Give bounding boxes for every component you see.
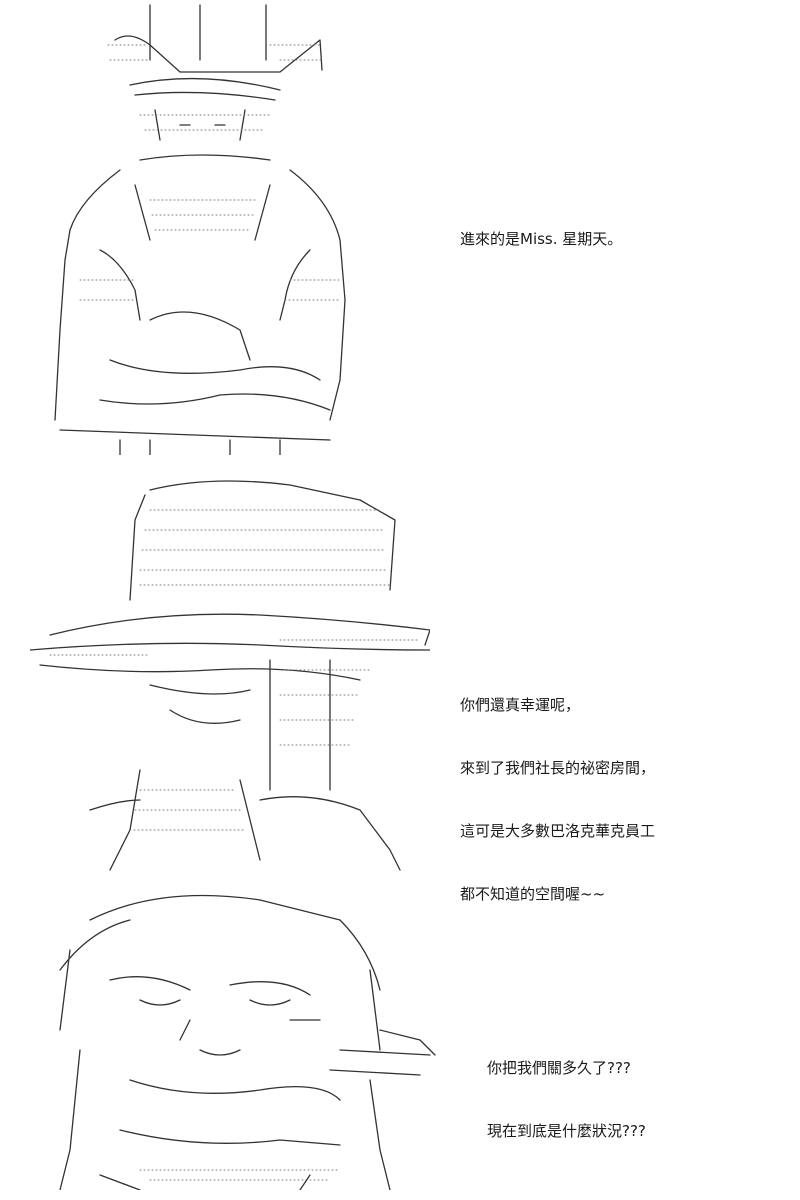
panel-1: 進來的是Miss. 星期天。 [0,0,800,460]
ascii-art-figure-hat-character [30,470,430,880]
caption-1: 進來的是Miss. 星期天。 [460,187,622,292]
ascii-art-figure-seated-woman [40,0,380,455]
caption-line: 你們還真幸運呢， [460,696,581,714]
caption-line: 來到了我們社長的祕密房間， [460,759,656,777]
caption-line: 這可是大多數巴洛克華克員工 [460,822,656,840]
panel-2: 你們還真幸運呢， 來到了我們社長的祕密房間， 這可是大多數巴洛克華克員工 都不知… [0,460,800,903]
caption-line: 都不知道的空間喔~~ [460,885,606,903]
caption-3: 你把我們關多久了??? 現在到底是什麼狀況??? [487,1016,646,1184]
ascii-art-figure-captive-character [40,890,440,1190]
panel-3: 你把我們關多久了??? 現在到底是什麼狀況??? [0,880,800,1200]
caption-2: 你們還真幸運呢， 來到了我們社長的祕密房間， 這可是大多數巴洛克華克員工 都不知… [460,653,655,947]
caption-line: 現在到底是什麼狀況??? [487,1122,646,1140]
caption-line: 你把我們關多久了??? [487,1059,631,1077]
caption-line: 進來的是Miss. 星期天。 [460,230,623,248]
